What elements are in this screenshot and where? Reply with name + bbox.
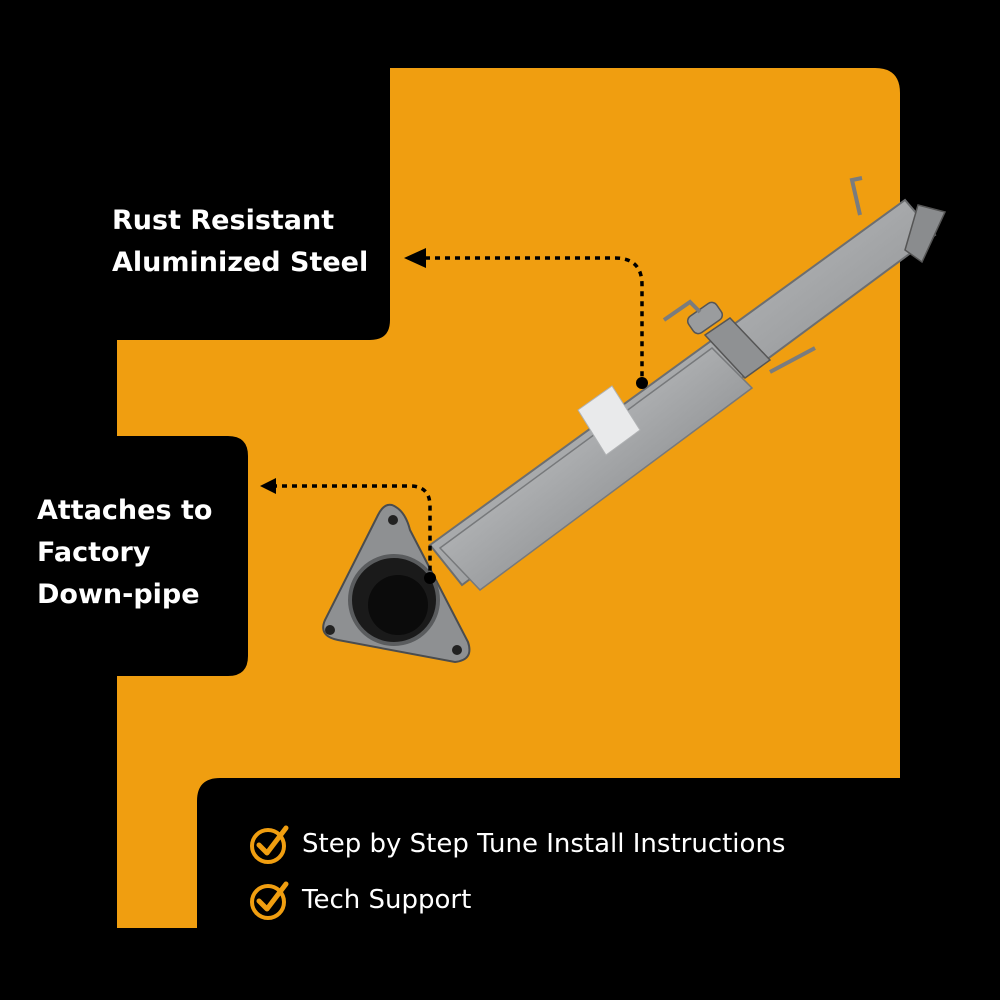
feature-item: Step by Step Tune Install Instructions [248, 820, 785, 868]
material-callout-line-1: Rust Resistant [112, 205, 335, 236]
feature-item: Tech Support [248, 876, 785, 924]
arrow-left-icon [404, 248, 426, 268]
attach-callout-line-3: Down-pipe [37, 579, 200, 610]
material-callout-line-2: Aluminized Steel [112, 247, 369, 278]
feature-label: Step by Step Tune Install Instructions [302, 829, 786, 859]
attach-callout-line-1: Attaches to [37, 495, 213, 526]
feature-list: Step by Step Tune Install Instructions T… [248, 820, 785, 932]
checkmark-circle-icon [250, 825, 289, 864]
arrow-left-icon [260, 478, 276, 494]
feature-label: Tech Support [302, 885, 472, 915]
attach-callout-line-2: Factory [37, 537, 151, 568]
attach-callout: Attaches to Factory Down-pipe [37, 490, 247, 616]
checkmark-circle-icon [250, 881, 289, 920]
material-callout: Rust Resistant Aluminized Steel [112, 200, 392, 284]
